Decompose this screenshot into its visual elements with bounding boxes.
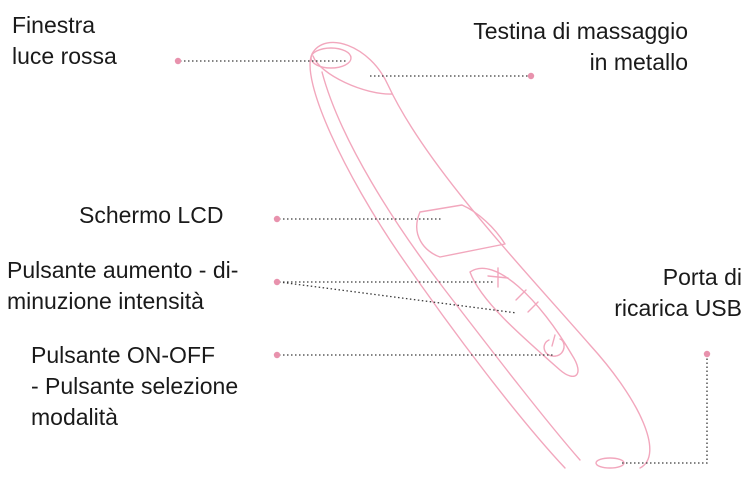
red-light-window-shape [310, 47, 352, 69]
dot-usb [703, 350, 711, 358]
leader-usb [622, 356, 708, 464]
leader-intensity-2 [278, 281, 518, 314]
label-lcd-screen: Schermo LCD [79, 202, 224, 228]
device-inner-contour [321, 71, 581, 461]
label-power-button: Pulsante ON-OFF - Pulsante selezione mod… [31, 342, 239, 430]
label-usb-port: Porta di ricarica USB [614, 264, 742, 321]
minus-bar-icon [515, 289, 539, 313]
power-icon [543, 334, 565, 357]
lcd-screen-shape [416, 204, 506, 258]
dot-power [273, 351, 281, 359]
dot-metal-head [527, 72, 535, 80]
label-intensity-button: Pulsante aumento - di- minuzione intensi… [7, 257, 239, 314]
usb-port-shape [595, 457, 625, 469]
button-panel-shape [469, 267, 579, 377]
label-metal-head: Testina di massaggio in metallo [473, 18, 688, 75]
massage-head-rim [312, 55, 393, 95]
label-red-light-window: Finestra luce rossa [12, 12, 117, 69]
dot-intensity [273, 278, 281, 286]
dot-red-light [174, 57, 182, 65]
device-body-outline [309, 41, 651, 469]
plus-icon [487, 267, 509, 288]
dot-lcd [273, 215, 281, 223]
